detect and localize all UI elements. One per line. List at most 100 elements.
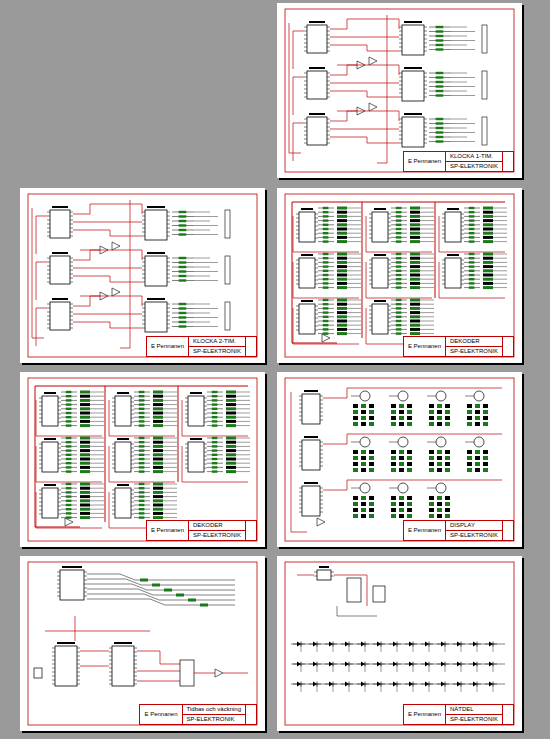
- wire: [236, 425, 250, 426]
- ic-label-mark: [52, 298, 68, 300]
- led-symbol: [407, 404, 412, 408]
- resistor-symbol: [323, 320, 329, 322]
- wire: [163, 450, 177, 451]
- wire: [39, 402, 42, 403]
- wire: [399, 123, 402, 124]
- wire: [299, 504, 302, 505]
- ic-symbol: [60, 570, 84, 600]
- wire: [134, 672, 137, 673]
- wire: [299, 412, 302, 413]
- wire: [429, 73, 451, 74]
- wire: [391, 237, 407, 238]
- wire: [163, 392, 177, 393]
- wire: [304, 43, 307, 44]
- wire: [420, 329, 434, 330]
- transistor-symbol: [226, 412, 236, 415]
- wire: [35, 386, 80, 527]
- wire: [137, 671, 180, 672]
- wire: [391, 325, 407, 326]
- wire: [172, 308, 194, 309]
- wire: [131, 468, 134, 469]
- led-symbol: [437, 508, 442, 512]
- led-symbol: [391, 450, 396, 454]
- wire: [399, 43, 402, 44]
- wire: [304, 81, 307, 82]
- transistor-symbol: [410, 261, 420, 264]
- wire: [36, 216, 47, 217]
- transistor-symbol: [80, 449, 90, 452]
- diode-symbol: [377, 682, 381, 687]
- wire: [315, 310, 318, 311]
- led-symbol: [437, 404, 442, 408]
- wire: [451, 123, 475, 124]
- diode-symbol: [345, 642, 349, 647]
- wire: [142, 262, 145, 263]
- led-symbol: [369, 404, 374, 408]
- wire: [424, 27, 427, 28]
- wire: [204, 410, 207, 411]
- resistor-symbol: [396, 224, 402, 226]
- ic-label-mark: [304, 482, 318, 484]
- wire: [163, 463, 177, 464]
- resistor-symbol: [396, 211, 402, 213]
- wire: [388, 214, 391, 215]
- diode-symbol: [361, 642, 365, 647]
- wire: [163, 500, 177, 501]
- diode-symbol: [297, 662, 301, 667]
- wire: [318, 308, 334, 309]
- resistor-symbol: [139, 420, 145, 422]
- transistor-symbol: [474, 391, 484, 401]
- wire: [109, 648, 112, 649]
- wire: [39, 448, 42, 449]
- wire: [427, 396, 436, 397]
- wire: [299, 404, 302, 405]
- resistor-symbol: [323, 286, 329, 288]
- wire: [318, 283, 334, 284]
- wire: [194, 276, 210, 277]
- transistor-symbol: [483, 236, 493, 239]
- transistor-symbol: [337, 274, 347, 277]
- wire: [327, 123, 330, 124]
- wire: [369, 260, 372, 261]
- wire: [57, 580, 60, 581]
- wire: [131, 456, 134, 457]
- wire: [204, 464, 207, 465]
- ic-label-mark: [147, 298, 165, 300]
- wire: [369, 326, 372, 327]
- wire: [315, 272, 318, 273]
- wire: [142, 212, 145, 213]
- wire: [317, 684, 318, 692]
- resistor-symbol: [179, 266, 187, 268]
- wire: [204, 444, 207, 445]
- wire: [194, 212, 210, 213]
- wire: [327, 97, 330, 98]
- wire: [70, 216, 73, 217]
- resistor-symbol: [323, 299, 329, 301]
- resistor-symbol: [323, 224, 329, 226]
- title-block: E PennanenKLOCKA 2-TIM.SP-ELEKTRONIK: [146, 336, 257, 357]
- transistor-symbol: [337, 257, 347, 260]
- transistor-symbol: [483, 223, 493, 226]
- resistor-symbol: [396, 299, 402, 301]
- diode-symbol: [457, 662, 461, 667]
- resistor-symbol: [66, 462, 72, 464]
- resistor-symbol: [212, 445, 218, 447]
- diode-symbol: [313, 682, 317, 687]
- wire: [399, 135, 402, 136]
- resistor-symbol: [66, 495, 72, 497]
- wire: [388, 238, 391, 239]
- wire: [61, 488, 77, 489]
- led-symbol: [445, 462, 450, 466]
- wire: [207, 467, 223, 468]
- wire: [105, 386, 106, 522]
- wire: [47, 224, 50, 225]
- resistor-symbol: [396, 332, 402, 334]
- wire: [204, 422, 207, 423]
- led-symbol: [429, 502, 434, 506]
- transistor-symbol: [153, 395, 163, 398]
- transistor-symbol: [153, 399, 163, 402]
- wire: [315, 322, 318, 323]
- wire: [172, 313, 194, 314]
- led-symbol: [429, 468, 434, 472]
- ic-symbol: [302, 394, 320, 424]
